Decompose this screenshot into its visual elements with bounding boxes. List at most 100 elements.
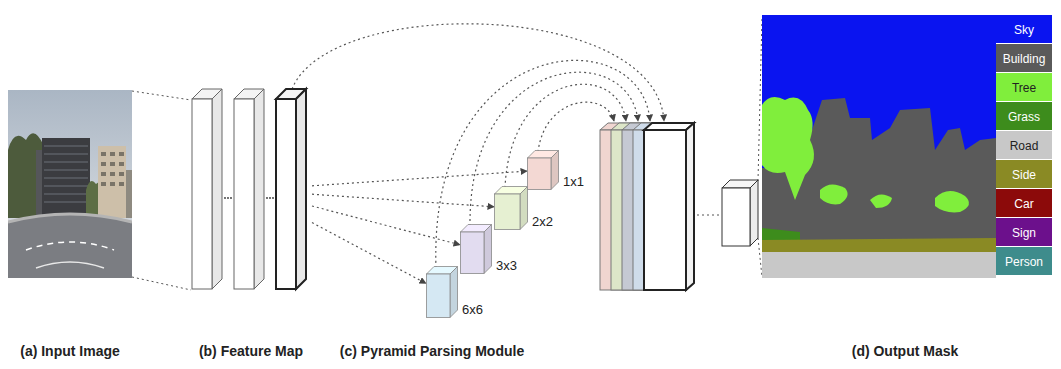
dotted-connector bbox=[312, 206, 460, 245]
legend-label: Grass bbox=[1008, 110, 1040, 124]
plane-side bbox=[254, 89, 264, 289]
input-photo bbox=[101, 172, 106, 176]
panel-caption: (d) Output Mask bbox=[852, 343, 959, 359]
cube-shape bbox=[426, 266, 458, 318]
cube-faces bbox=[427, 267, 458, 318]
cube-front bbox=[427, 274, 451, 318]
input-photo bbox=[36, 262, 104, 268]
plane-front bbox=[276, 99, 296, 289]
output-links bbox=[758, 238, 762, 277]
output-cube bbox=[750, 180, 758, 246]
ellipsis-dot bbox=[272, 197, 274, 199]
cube-side bbox=[450, 267, 458, 318]
legend-label: Person bbox=[1005, 255, 1043, 269]
ellipsis-dots bbox=[224, 197, 274, 199]
input-photo bbox=[119, 182, 124, 186]
context-arcs bbox=[292, 24, 664, 121]
panel-caption: (a) Input Image bbox=[20, 343, 120, 359]
legend-label: Road bbox=[1010, 139, 1039, 153]
input-photo bbox=[44, 154, 88, 155]
projection-lines bbox=[132, 277, 191, 290]
output-links bbox=[697, 215, 720, 216]
input-photo bbox=[119, 152, 124, 156]
feature-map-planes bbox=[190, 88, 312, 292]
projection-lines bbox=[132, 91, 191, 100]
feature-plane bbox=[276, 89, 306, 289]
scale-label: 6x6 bbox=[462, 302, 483, 317]
ellipsis-dot bbox=[266, 197, 268, 199]
pool-cube: 1x1 bbox=[527, 150, 559, 190]
input-photo bbox=[44, 170, 88, 171]
feature-plane bbox=[234, 89, 264, 289]
ellipsis-dot bbox=[224, 197, 226, 199]
scale-label: 3x3 bbox=[496, 258, 517, 273]
segmentation-mask bbox=[800, 98, 996, 245]
input-photo bbox=[26, 242, 114, 250]
concat-stack bbox=[644, 123, 694, 290]
input-photo bbox=[101, 152, 124, 186]
cube-side bbox=[520, 187, 528, 230]
legend-label: Sky bbox=[1014, 23, 1034, 37]
legend-swatch: Grass bbox=[996, 102, 1052, 131]
feature-map: (b) Feature Map bbox=[190, 88, 312, 292]
cube-front bbox=[495, 194, 521, 230]
concat-stack bbox=[686, 123, 694, 290]
legend-swatch: Side bbox=[996, 160, 1052, 189]
input-photo bbox=[101, 182, 106, 186]
input-photo bbox=[44, 146, 88, 202]
segmentation-mask bbox=[935, 191, 969, 212]
plane-side bbox=[296, 89, 306, 289]
concat-stack bbox=[600, 123, 694, 290]
legend-swatch: Sky bbox=[996, 15, 1052, 44]
input-photo bbox=[44, 202, 88, 203]
cube-faces bbox=[495, 187, 528, 230]
input-photo bbox=[110, 172, 115, 176]
cube-faces bbox=[461, 225, 492, 274]
input-photo bbox=[101, 162, 106, 166]
legend-swatch: Building bbox=[996, 44, 1052, 73]
legend-swatch: Sign bbox=[996, 218, 1052, 247]
input-photo bbox=[8, 214, 132, 222]
legend-label: Tree bbox=[1012, 81, 1036, 95]
segmentation-mask bbox=[762, 238, 996, 254]
segmentation-mask bbox=[762, 252, 996, 278]
projection-lines bbox=[132, 91, 191, 290]
ellipsis-dot bbox=[269, 197, 271, 199]
output-links bbox=[758, 16, 762, 181]
input-photo bbox=[110, 182, 115, 186]
input-photo bbox=[44, 162, 88, 163]
input-photo bbox=[44, 146, 88, 147]
pool-cube: 3x3 bbox=[460, 224, 492, 274]
cube-front bbox=[528, 158, 552, 190]
plane-front bbox=[234, 99, 254, 289]
input-photo bbox=[101, 152, 106, 156]
segmentation-mask bbox=[762, 15, 996, 278]
input-photo bbox=[126, 170, 132, 218]
pool-cube: 2x2 bbox=[494, 186, 528, 230]
output-cube bbox=[722, 180, 758, 246]
segmentation-mask bbox=[870, 194, 892, 208]
cube-side bbox=[551, 151, 559, 190]
dotted-connector bbox=[312, 194, 494, 207]
ellipsis-dot bbox=[227, 197, 229, 199]
segmentation-mask bbox=[762, 15, 996, 278]
input-photo bbox=[8, 90, 132, 278]
legend-label: Sign bbox=[1012, 226, 1036, 240]
input-photo bbox=[8, 90, 132, 278]
input-photo bbox=[42, 138, 90, 218]
input-photo bbox=[44, 194, 88, 195]
input-photo bbox=[110, 162, 115, 166]
output-links bbox=[697, 16, 762, 277]
legend-swatch: Car bbox=[996, 189, 1052, 218]
ellipsis-dot bbox=[230, 197, 232, 199]
plane-side bbox=[212, 89, 222, 289]
input-photo bbox=[119, 172, 124, 176]
legend-label: Side bbox=[1012, 168, 1036, 182]
input-photo bbox=[98, 146, 126, 218]
legend-swatch: Person bbox=[996, 247, 1052, 276]
input-photo bbox=[44, 178, 88, 179]
feature-plane bbox=[192, 89, 222, 289]
scale-label: 1x1 bbox=[563, 174, 584, 189]
input-photo bbox=[44, 186, 88, 187]
pool-cube: 6x6 bbox=[426, 266, 458, 318]
